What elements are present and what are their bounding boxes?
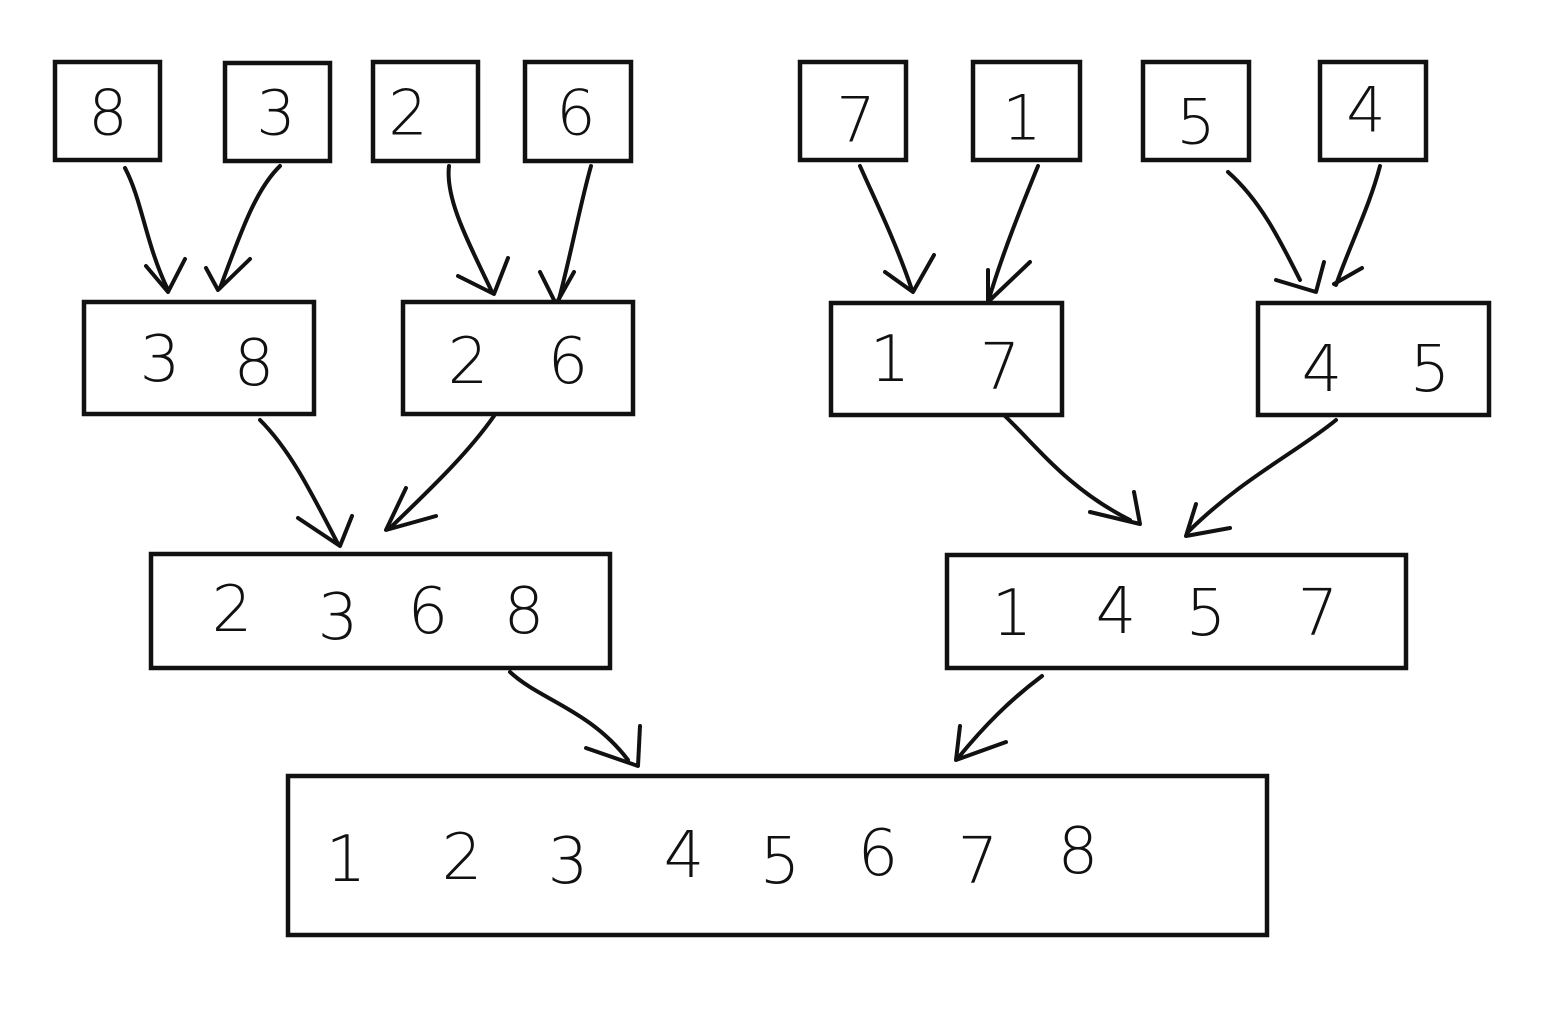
leaf-row: 8 3 2 6 7 1 5 4 [52, 59, 1429, 164]
arrow-pair-3-to-quad-2 [1003, 414, 1142, 526]
pair-value: 4 [1302, 333, 1343, 407]
leaf-value: 7 [836, 84, 875, 157]
pair-box: 2 6 [400, 299, 636, 417]
quad-row: 2 3 6 8 1 4 5 7 [148, 551, 1409, 671]
pair-box: 1 7 [828, 300, 1065, 418]
result-value: 2 [442, 821, 483, 895]
leaf-box: 2 [370, 59, 481, 164]
quad-value: 6 [408, 575, 449, 649]
quad-value: 5 [1186, 577, 1227, 651]
pair-value: 5 [1410, 333, 1451, 407]
arrows [123, 164, 1382, 768]
leaf-box: 4 [1317, 59, 1429, 163]
result-value: 1 [326, 823, 367, 897]
quad-box: 1 4 5 7 [944, 552, 1409, 671]
quad-value: 8 [504, 575, 545, 649]
leaf-value: 6 [556, 77, 595, 150]
leaf-value: 2 [388, 77, 427, 150]
result-value: 4 [664, 819, 705, 893]
result-value: 5 [760, 825, 801, 899]
arrow-leaf-6-to-pair-2 [538, 164, 593, 306]
result-row: 1 2 3 4 5 6 7 8 [285, 773, 1270, 938]
pair-value: 3 [140, 323, 181, 397]
arrow-quad-1-to-result [508, 670, 642, 768]
pair-value: 2 [448, 325, 489, 399]
quad-value: 3 [318, 581, 359, 655]
leaf-value: 1 [1002, 82, 1041, 155]
pair-value: 8 [234, 327, 275, 401]
quad-value: 1 [992, 577, 1033, 651]
pair-value: 7 [980, 331, 1021, 405]
arrow-pair-1-to-quad-1 [258, 418, 354, 548]
leaf-value: 8 [88, 77, 127, 150]
leaf-box: 6 [522, 59, 634, 164]
leaf-value: 5 [1176, 86, 1215, 159]
arrow-leaf-3-to-pair-1 [204, 164, 282, 292]
leaf-value: 4 [1346, 74, 1385, 147]
arrow-leaf-2-to-pair-2 [446, 164, 510, 296]
arrow-leaf-8-to-pair-1 [123, 166, 187, 294]
leaf-box: 5 [1140, 59, 1252, 163]
result-box: 1 2 3 4 5 6 7 8 [285, 773, 1270, 938]
pair-box: 4 5 [1255, 300, 1492, 418]
arrow-leaf-1-to-pair-3 [986, 164, 1040, 304]
quad-box: 2 3 6 8 [148, 551, 613, 671]
quad-value: 7 [1298, 577, 1339, 651]
quad-value: 2 [212, 573, 253, 647]
arrow-pair-2-to-quad-1 [384, 414, 496, 532]
leaf-box: 7 [797, 59, 909, 163]
arrow-pair-4-to-quad-2 [1184, 418, 1338, 538]
pair-box: 3 8 [81, 299, 317, 417]
pair-value: 1 [870, 323, 911, 397]
pair-row: 3 8 2 6 1 7 4 5 [81, 299, 1492, 418]
leaf-box: 3 [222, 60, 333, 164]
arrow-leaf-5-to-pair-4 [1226, 170, 1326, 294]
result-value: 7 [958, 825, 999, 899]
leaf-box: 8 [52, 59, 163, 163]
result-value: 3 [548, 825, 589, 899]
quad-value: 4 [1096, 575, 1137, 649]
result-value: 6 [858, 817, 899, 891]
result-value: 8 [1058, 815, 1099, 889]
arrow-quad-2-to-result [954, 674, 1044, 762]
arrow-leaf-4-to-pair-4 [1332, 164, 1382, 287]
pair-value: 6 [548, 325, 589, 399]
leaf-box: 1 [970, 59, 1083, 163]
arrow-leaf-7-to-pair-3 [858, 164, 936, 294]
leaf-value: 3 [256, 77, 295, 150]
